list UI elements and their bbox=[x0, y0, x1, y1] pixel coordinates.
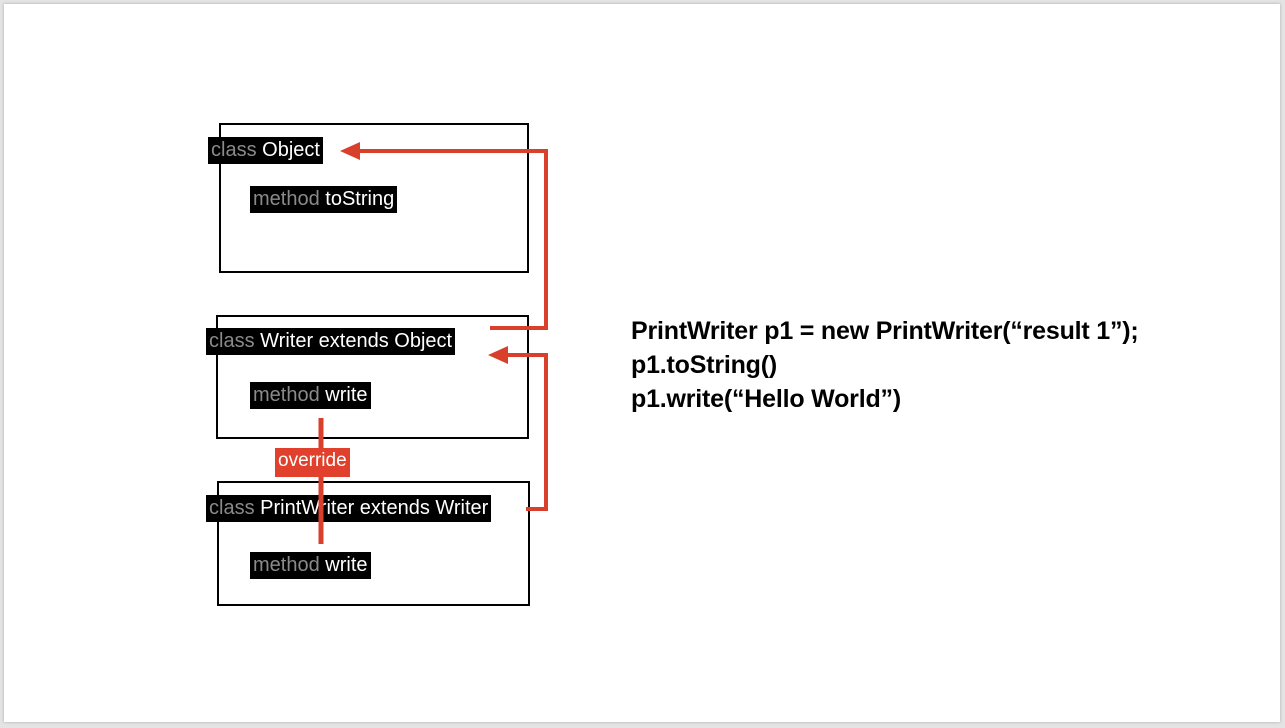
class-name: Object bbox=[262, 139, 320, 161]
method-name: write bbox=[325, 554, 368, 576]
method-keyword: method bbox=[253, 188, 320, 210]
class-name: Writer extends Object bbox=[260, 330, 453, 352]
override-connector bbox=[318, 418, 324, 544]
method-keyword: method bbox=[253, 554, 320, 576]
class-object-label: class Object bbox=[208, 137, 323, 164]
method-tostring-label: method toString bbox=[250, 186, 398, 213]
slide: class Object method toString class Write… bbox=[4, 4, 1280, 722]
code-line-3: p1.write(“Hello World”) bbox=[631, 385, 901, 413]
method-write-writer-label: method write bbox=[250, 382, 371, 409]
override-badge: override bbox=[275, 448, 350, 477]
writer-class-box bbox=[216, 315, 529, 439]
code-snippet: PrintWriter p1 = new PrintWriter(“result… bbox=[631, 314, 1139, 416]
arrowhead-writer bbox=[488, 346, 508, 364]
class-keyword: class bbox=[209, 497, 255, 519]
code-line-2: p1.toString() bbox=[631, 351, 777, 379]
code-line-1: PrintWriter p1 = new PrintWriter(“result… bbox=[631, 317, 1139, 345]
class-keyword: class bbox=[211, 139, 257, 161]
object-class-box bbox=[219, 123, 529, 273]
method-write-printwriter-label: method write bbox=[250, 552, 371, 579]
arrowhead-object bbox=[340, 142, 360, 160]
class-printwriter-label: class PrintWriter extends Writer bbox=[206, 495, 492, 522]
inheritance-arrows bbox=[340, 142, 548, 511]
arrow-writer-to-object bbox=[356, 149, 548, 330]
class-name: PrintWriter extends Writer bbox=[260, 497, 489, 519]
class-writer-label: class Writer extends Object bbox=[206, 328, 456, 355]
printwriter-class-box bbox=[217, 481, 530, 606]
method-name: write bbox=[325, 384, 368, 406]
method-keyword: method bbox=[253, 384, 320, 406]
arrow-printwriter-to-writer bbox=[504, 353, 548, 511]
method-name: toString bbox=[325, 188, 395, 210]
class-keyword: class bbox=[209, 330, 255, 352]
